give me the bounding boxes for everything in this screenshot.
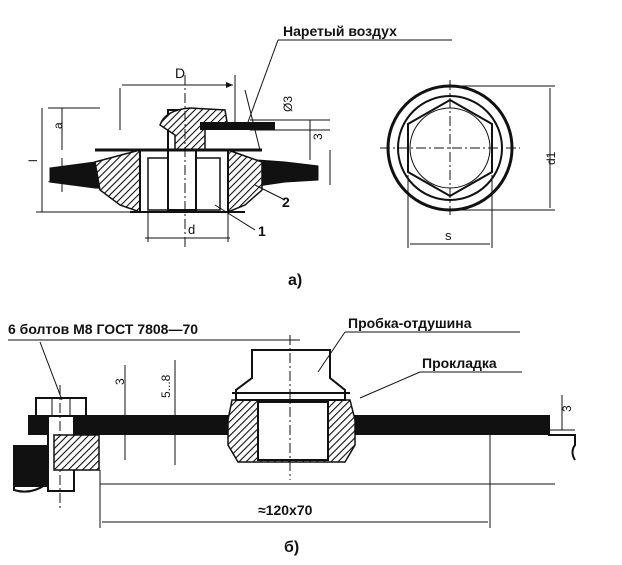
- figure-a-caption: а): [288, 272, 302, 289]
- dim-d1-label: d1: [544, 151, 558, 165]
- callout-gasket-leader: [359, 371, 421, 399]
- part-2-leader: [254, 184, 286, 201]
- dim-5-8-label: 5...8: [159, 374, 173, 398]
- callout-bolts-label: 6 болтов М8 ГОСТ 7808—70: [8, 321, 198, 337]
- plug-core: [257, 401, 329, 461]
- bolt-head: [35, 397, 87, 417]
- dim-3-label: 3: [311, 133, 325, 140]
- part-1-leader: [214, 204, 256, 231]
- callout-bolts-leader: [39, 341, 63, 401]
- callout-plug-label: Пробка-отдушина: [348, 315, 472, 331]
- dim-3-left-label: 3: [113, 378, 127, 385]
- figure-a-section-view: D a l b d Ø3 3 Наретый воздух 1 2: [26, 23, 452, 289]
- boss-right: [227, 148, 263, 214]
- dim-d-label: d: [188, 222, 195, 237]
- dim-l-label: l: [26, 159, 40, 162]
- dim-b-label: b: [46, 176, 60, 183]
- tank-flange: [53, 434, 100, 471]
- figure-b-caption: б): [284, 539, 299, 556]
- dim-s-label: s: [445, 228, 452, 243]
- part-1-label: 1: [258, 223, 266, 239]
- figure-b-assembly: 3 5...8 3 ≈120x70 6 болтов М8 ГОСТ 7808—…: [8, 315, 576, 556]
- dim-phi3-label: Ø3: [281, 96, 295, 112]
- callout-air-leader: [247, 39, 279, 123]
- dim-a-label: a: [51, 122, 65, 129]
- callout-air-label: Наретый воздух: [283, 23, 397, 39]
- boss-left: [94, 149, 141, 214]
- dim-size-label: ≈120x70: [258, 502, 313, 518]
- air-channel: [200, 122, 275, 130]
- callout-plug-leader: [317, 331, 346, 373]
- figure-a-top-view: s d1: [380, 80, 558, 248]
- dim-D-label: D: [175, 65, 185, 81]
- callout-gasket-label: Прокладка: [422, 355, 497, 371]
- right-pipe: [548, 434, 576, 461]
- left-wall-edge: [13, 445, 46, 493]
- dim-3-right-label: 3: [560, 405, 574, 412]
- part-2-label: 2: [282, 194, 290, 210]
